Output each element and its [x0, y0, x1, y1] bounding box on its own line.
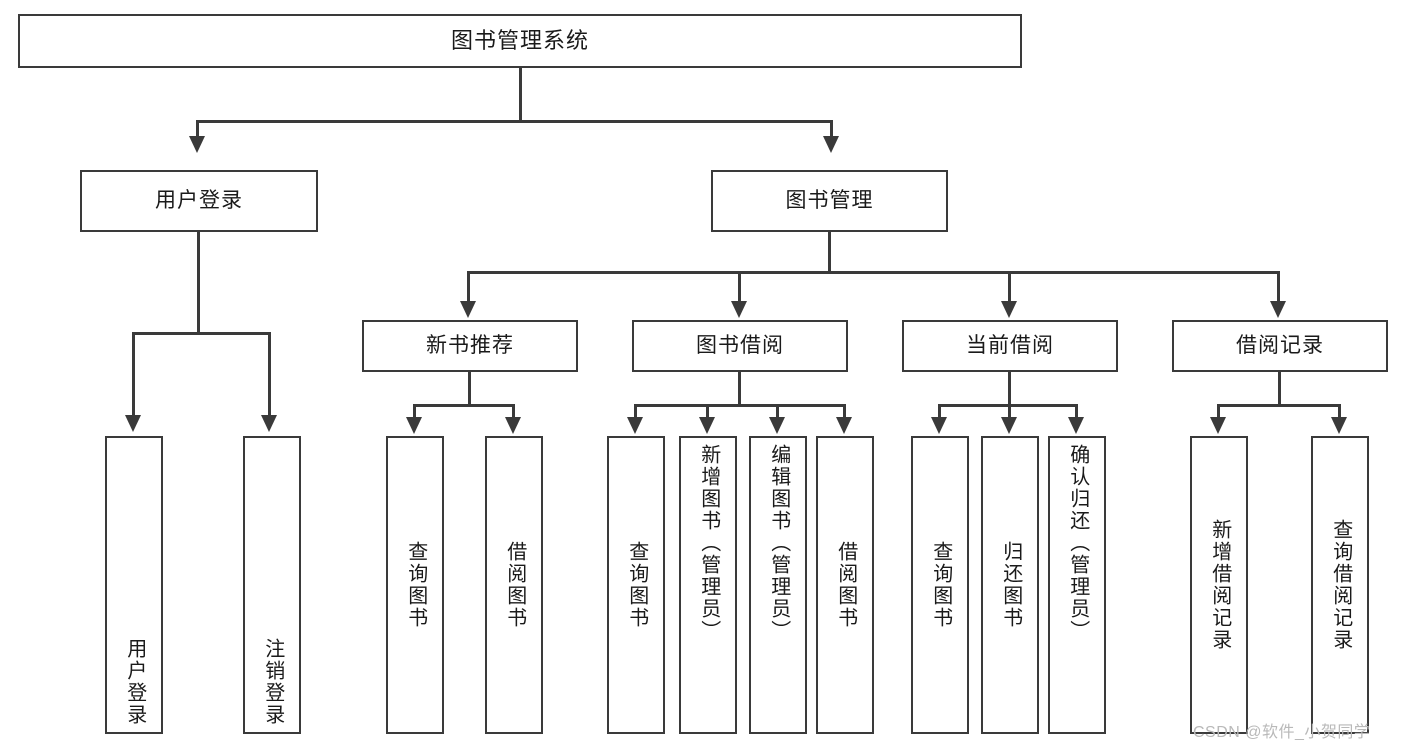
- connector-current-borrow-branch-3: [1075, 404, 1078, 418]
- connector-user-login-bus: [132, 332, 270, 335]
- leaf-label: 新增借阅记录: [1208, 519, 1231, 651]
- connector-root-stem: [519, 68, 522, 120]
- connector-book-borrow-bus: [634, 404, 846, 407]
- node-label: 图书借阅: [696, 334, 784, 358]
- leaf-label: 新增图书（管理员）: [697, 444, 720, 642]
- node-book-management[interactable]: 图书管理: [711, 170, 948, 232]
- leaf-label: 借阅图书: [503, 541, 526, 629]
- connector-borrow-record-branch-2: [1338, 404, 1341, 418]
- leaf-label: 编辑图书（管理员）: [767, 444, 790, 642]
- node-book-management-system[interactable]: 图书管理系统: [18, 14, 1022, 68]
- node-label: 当前借阅: [966, 334, 1054, 358]
- leaf-add-record[interactable]: 新增借阅记录: [1190, 436, 1248, 734]
- leaf-borrow-book-2[interactable]: 借阅图书: [816, 436, 874, 734]
- connector-book-borrow-branch-4: [843, 404, 846, 418]
- leaf-label: 归还图书: [999, 541, 1022, 629]
- connector-root-to-book-manage: [830, 120, 833, 138]
- arrow-to-leaf-query-book-3: [931, 417, 947, 434]
- connector-new-book-stem: [468, 372, 471, 406]
- leaf-confirm-return[interactable]: 确认归还（管理员）: [1048, 436, 1106, 734]
- connector-user-login-stem: [197, 232, 200, 335]
- leaf-label: 注销登录: [261, 638, 284, 726]
- node-label: 图书管理: [785, 189, 874, 213]
- leaf-label: 查询图书: [404, 541, 427, 629]
- node-label: 新书推荐: [426, 334, 514, 358]
- node-new-book-recommend[interactable]: 新书推荐: [362, 320, 578, 372]
- leaf-label: 确认归还（管理员）: [1066, 444, 1089, 642]
- node-borrow-record[interactable]: 借阅记录: [1172, 320, 1388, 372]
- leaf-label: 借阅图书: [834, 541, 857, 629]
- connector-new-book-branch-1: [413, 404, 416, 418]
- connector-new-book-branch-2: [512, 404, 515, 418]
- arrow-to-leaf-confirm-return: [1068, 417, 1084, 434]
- arrow-root-to-book-manage: [823, 136, 839, 153]
- connector-book-borrow-stem: [738, 372, 741, 406]
- node-label: 用户登录: [155, 189, 243, 213]
- connector-book-manage-stem: [828, 232, 831, 274]
- arrow-to-leaf-user-logout: [261, 415, 277, 432]
- connector-borrow-record-stem: [1278, 372, 1281, 406]
- connector-new-book-bus: [413, 404, 515, 407]
- leaf-user-logout[interactable]: 注销登录: [243, 436, 301, 734]
- arrow-to-leaf-query-book-1: [406, 417, 422, 434]
- leaf-label: 查询图书: [929, 541, 952, 629]
- connector-current-borrow-branch-2: [1008, 404, 1011, 418]
- leaf-query-book-1[interactable]: 查询图书: [386, 436, 444, 734]
- connector-user-login-branch-2: [268, 332, 271, 416]
- leaf-query-book-2[interactable]: 查询图书: [607, 436, 665, 734]
- connector-book-manage-branch-1: [467, 271, 470, 303]
- arrow-to-leaf-edit-book: [769, 417, 785, 434]
- csdn-watermark: CSDN @软件_小贺同学: [1193, 724, 1371, 741]
- connector-book-manage-branch-3: [1008, 271, 1011, 303]
- connector-root-bus: [196, 120, 833, 123]
- connector-current-borrow-branch-1: [938, 404, 941, 418]
- leaf-label: 查询借阅记录: [1329, 519, 1352, 651]
- connector-root-to-user-login: [196, 120, 199, 138]
- connector-book-borrow-branch-2: [706, 404, 709, 418]
- arrow-to-borrow-record: [1270, 301, 1286, 318]
- connector-book-borrow-branch-1: [634, 404, 637, 418]
- connector-current-borrow-stem: [1008, 372, 1011, 406]
- node-label: 图书管理系统: [450, 27, 589, 53]
- arrow-to-leaf-return-book: [1001, 417, 1017, 434]
- arrow-root-to-user-login: [189, 136, 205, 153]
- connector-borrow-record-bus: [1217, 404, 1341, 407]
- arrow-to-current-borrow: [1001, 301, 1017, 318]
- leaf-edit-book[interactable]: 编辑图书（管理员）: [749, 436, 807, 734]
- connector-borrow-record-branch-1: [1217, 404, 1220, 418]
- arrow-to-leaf-query-book-2: [627, 417, 643, 434]
- connector-book-manage-branch-2: [738, 271, 741, 303]
- arrow-to-leaf-query-record: [1331, 417, 1347, 434]
- leaf-borrow-book-1[interactable]: 借阅图书: [485, 436, 543, 734]
- leaf-return-book[interactable]: 归还图书: [981, 436, 1039, 734]
- leaf-label: 查询图书: [625, 541, 648, 629]
- node-current-borrow[interactable]: 当前借阅: [902, 320, 1118, 372]
- node-book-borrow[interactable]: 图书借阅: [632, 320, 848, 372]
- connector-book-manage-bus: [467, 271, 1277, 274]
- arrow-to-book-borrow: [731, 301, 747, 318]
- arrow-to-leaf-user-login: [125, 415, 141, 432]
- node-label: 借阅记录: [1236, 334, 1324, 358]
- leaf-add-book[interactable]: 新增图书（管理员）: [679, 436, 737, 734]
- leaf-user-login[interactable]: 用户登录: [105, 436, 163, 734]
- arrow-to-leaf-add-book: [699, 417, 715, 434]
- arrow-to-leaf-add-record: [1210, 417, 1226, 434]
- leaf-label: 用户登录: [123, 638, 146, 726]
- connector-book-borrow-branch-3: [776, 404, 779, 418]
- arrow-to-leaf-borrow-book-2: [836, 417, 852, 434]
- leaf-query-book-3[interactable]: 查询图书: [911, 436, 969, 734]
- leaf-query-record[interactable]: 查询借阅记录: [1311, 436, 1369, 734]
- connector-user-login-branch-1: [132, 332, 135, 416]
- connector-book-manage-branch-4: [1277, 271, 1280, 303]
- node-user-login[interactable]: 用户登录: [80, 170, 318, 232]
- arrow-to-leaf-borrow-book-1: [505, 417, 521, 434]
- arrow-to-new-book-recommend: [460, 301, 476, 318]
